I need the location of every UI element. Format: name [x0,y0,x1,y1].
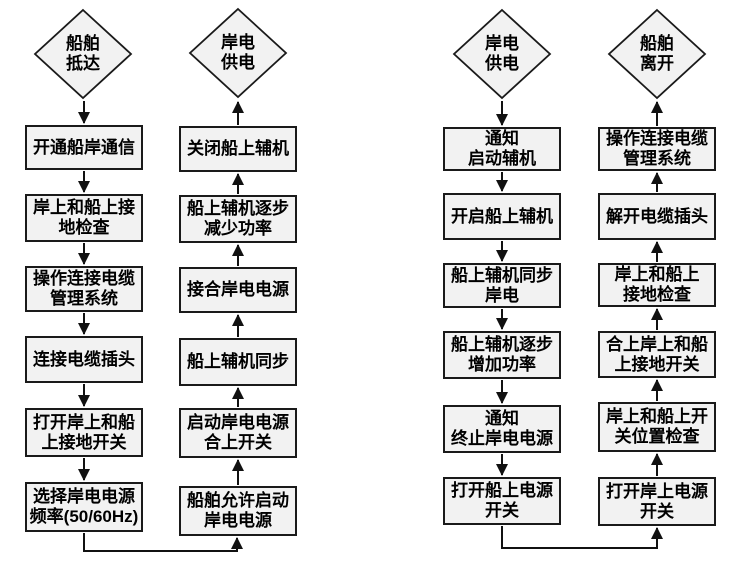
step-disconnect-cable-plug: 解开电缆插头 [598,193,716,240]
step-notify-terminate-shore-power: 通知 终止岸电电源 [443,405,561,453]
step-grounding-check-departure: 岸上和船上 接地检查 [598,263,716,307]
step-engage-shore-power: 接合岸电电源 [179,267,297,313]
step-notify-start-auxiliary: 通知 启动辅机 [443,127,561,171]
flow-connector-col3-col4 [501,526,663,549]
step-ship-aux-synchronize: 船上辅机同步 [179,338,297,386]
diamond-shape [452,8,552,100]
step-aux-sync-shore-power: 船上辅机同步 岸电 [443,263,561,308]
step-shore-ship-grounding-check: 岸上和船上接 地检查 [25,194,143,242]
step-operate-cable-management-system-departure: 操作连接电缆 管理系统 [598,127,716,171]
step-start-ship-auxiliary: 开启船上辅机 [443,193,561,240]
step-open-ship-shore-communication: 开通船岸通信 [25,125,143,170]
step-start-shore-power-close-switch: 启动岸电电源 合上开关 [179,408,297,458]
terminal-label: 船舶 抵达 [66,34,100,73]
terminal-ship-arrival: 船舶 抵达 [33,8,133,100]
step-aux-reduce-power: 船上辅机逐步 减少功率 [179,195,297,243]
step-ship-permit-start-shore-power: 船舶允许启动 岸电电源 [179,486,297,536]
step-switch-position-check: 岸上和船上开 关位置检查 [598,402,716,452]
step-open-grounding-switches: 打开岸上和船 上接地开关 [25,408,143,457]
diamond-shape [33,8,133,100]
step-close-grounding-switches: 合上岸上和船 上接地开关 [598,331,716,378]
step-open-ship-power-switch: 打开船上电源 开关 [443,477,561,525]
terminal-ship-departure: 船舶 离开 [607,8,707,100]
terminal-label: 岸电 供电 [485,34,519,73]
diamond-shape [188,7,288,99]
terminal-label: 岸电 供电 [221,33,255,72]
step-open-shore-power-switch: 打开岸上电源 开关 [598,477,716,526]
step-operate-cable-management-system: 操作连接电缆 管理系统 [25,266,143,312]
terminal-shore-power-supply-right: 岸电 供电 [452,8,552,100]
flow-connector-col1-col2 [83,533,243,552]
terminal-label: 船舶 离开 [640,34,674,73]
step-connect-cable-plug: 连接电缆插头 [25,336,143,383]
step-select-shore-power-frequency: 选择岸电电源 频率(50/60Hz) [25,482,143,532]
terminal-shore-power-supply-left: 岸电 供电 [188,7,288,99]
diamond-shape [607,8,707,100]
step-aux-increase-power: 船上辅机逐步 增加功率 [443,331,561,379]
step-shutdown-ship-auxiliary: 关闭船上辅机 [179,126,297,172]
